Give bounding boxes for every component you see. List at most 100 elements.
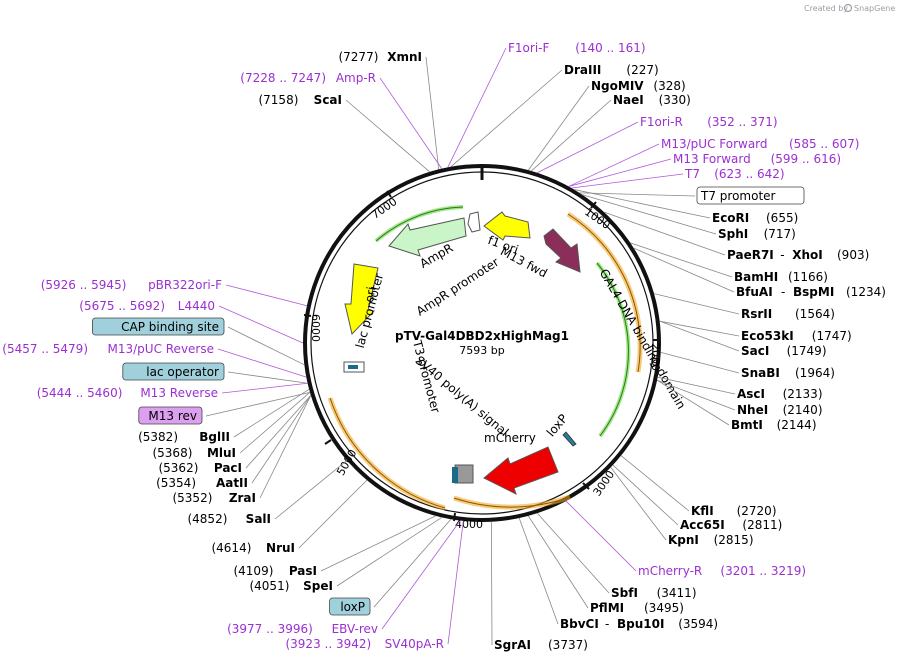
label-gal4: GAL4 DNA binding domain [597, 266, 689, 411]
feature-ampr[interactable] [388, 217, 467, 257]
feature-loxp[interactable] [562, 431, 577, 447]
enzyme-position: (5352) [172, 491, 212, 505]
orf-arc-inner-line [596, 262, 629, 437]
feature-box [696, 186, 805, 205]
enzyme-separator: - [605, 617, 609, 631]
enzyme-position: (3411) [657, 586, 697, 600]
enzyme-position: (1747) [812, 329, 852, 343]
leader-line [447, 47, 507, 168]
enzyme-position: (3737) [548, 638, 588, 652]
leader-line [568, 158, 672, 187]
enzyme-asci: AscI [737, 387, 765, 401]
feature-gal4-dbd[interactable] [543, 228, 581, 273]
enzyme-bbvci: BbvCI [560, 617, 599, 631]
leader-line [656, 379, 730, 426]
primer-range: (3923 .. 3942) [285, 637, 371, 651]
enzyme-paer7i: PaeR7I [727, 248, 774, 262]
feature-mcherry[interactable] [483, 446, 559, 495]
leader-line [239, 392, 311, 454]
orf-arc-left-line [329, 397, 446, 509]
tick-marks [303, 190, 660, 522]
primer-range: (3977 .. 3996) [227, 622, 313, 636]
leader-line [233, 388, 310, 438]
leader-line [657, 376, 736, 395]
enzyme-sbfi: SbfI [611, 586, 638, 600]
enzyme-zrai: ZraI [229, 491, 256, 505]
leader-line [660, 351, 740, 374]
leader-line [633, 247, 735, 293]
credit-brand: SnapGene [854, 4, 895, 13]
label-cap-binding-site: CAP binding site [121, 320, 219, 334]
snapgene-logo-icon [843, 3, 853, 13]
enzyme-bfuai: BfuAI [736, 285, 773, 299]
enzyme-pasi: PasI [289, 564, 317, 578]
enzyme-nhei: NheI [737, 403, 768, 417]
enzyme-rsrii: RsrII [741, 307, 772, 321]
leader-line [227, 371, 308, 384]
feature-ori[interactable] [344, 263, 379, 336]
primer-t7: T7 [684, 167, 700, 181]
primer-range: (5457 .. 5479) [2, 342, 88, 356]
leader-line [565, 500, 637, 572]
enzyme-sgrai: SgrAI [494, 638, 531, 652]
primer-m13-puc-reverse: M13/pUC Reverse [108, 342, 215, 356]
labels-right: F1ori-F(140 .. 161)DraIII(227)NgoMIV(328… [494, 41, 886, 652]
leader-line [528, 85, 590, 171]
enzyme-position: (2720) [737, 504, 777, 518]
label-loxp: loxP [340, 600, 365, 614]
leader-line [345, 99, 430, 173]
enzyme-ngomiv: NgoMIV [591, 79, 644, 93]
tick-label-2000: 2000 [649, 343, 662, 371]
feature-sv40-polya[interactable] [452, 464, 474, 484]
primer-range: (5444 .. 5460) [37, 386, 123, 400]
leader-line [568, 143, 660, 187]
primer-pbr322ori-f: pBR322ori-F [148, 278, 222, 292]
primer-mcherry-r: mCherry-R [638, 564, 702, 578]
enzyme-acc65i: Acc65I [680, 518, 725, 532]
enzyme-position: (1964) [795, 366, 835, 380]
leader-line [581, 194, 717, 235]
primer-m13-reverse: M13 Reverse [140, 386, 218, 400]
enzyme-position: (717) [764, 227, 796, 241]
enzyme-position: (4614) [211, 541, 251, 555]
enzyme-position: (1749) [787, 344, 827, 358]
enzyme-position: (903) [837, 248, 869, 262]
leader-line [298, 479, 368, 549]
primer-ebv-rev: EBV-rev [332, 622, 378, 636]
enzyme-sali: SalI [246, 512, 271, 526]
tick-label-6000: 6000 [309, 314, 322, 342]
enzyme-paci: PacI [214, 461, 242, 475]
label-mcherry: mCherry [484, 431, 536, 445]
feature-ampr-promoter[interactable] [467, 211, 481, 233]
enzyme-position: (7277) [338, 50, 378, 64]
leader-line [603, 211, 726, 256]
label-m13-rev: M13 rev [148, 409, 197, 423]
leader-line [225, 284, 308, 307]
feature-f1-ori[interactable] [483, 211, 531, 241]
enzyme-position: (2144) [777, 418, 817, 432]
enzyme-spei: SpeI [303, 579, 333, 593]
leader-line [579, 192, 696, 197]
enzyme-nrui: NruI [266, 541, 295, 555]
leader-line [531, 99, 612, 172]
primer-range: (5926 .. 5945) [41, 278, 127, 292]
leader-line [659, 320, 740, 352]
leader-line [450, 69, 563, 168]
primer-sv40pa-r: SV40pA-R [385, 637, 444, 651]
label-lac-operator: lac operator [146, 365, 219, 379]
feature-lac-promoter[interactable] [343, 361, 365, 373]
primer-range: (5675 .. 5692) [79, 299, 165, 313]
primer-range: (140 .. 161) [575, 41, 645, 55]
labels-left: XmnI(7277)Amp-R(7228 .. 7247)ScaI(7158)p… [2, 50, 444, 651]
enzyme-position: (5362) [158, 461, 198, 475]
enzyme-scai: ScaI [314, 93, 342, 107]
enzyme-position: (328) [653, 79, 685, 93]
enzyme-position: (1564) [795, 307, 835, 321]
label-ori: ori [362, 286, 378, 304]
leader-line [571, 173, 684, 189]
leader-lines [205, 47, 740, 646]
label-m13-fwd: M13 fwd [498, 244, 550, 280]
tick-label-4000: 4000 [455, 518, 483, 531]
label-t7-promoter: T7 promoter [700, 189, 776, 203]
